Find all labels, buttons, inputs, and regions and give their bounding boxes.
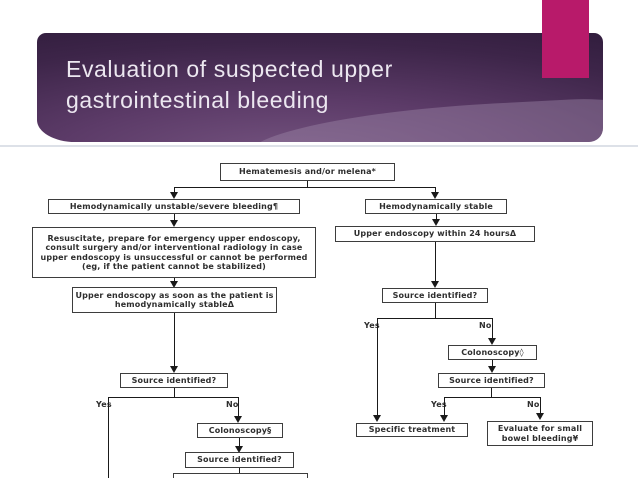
connector-line <box>237 397 239 417</box>
connector-line <box>173 278 175 282</box>
connector-line <box>173 313 175 367</box>
arrowhead <box>488 338 496 345</box>
accent-rectangle <box>542 0 589 78</box>
node-colonoscopy-right: Colonoscopy◊ <box>448 345 537 360</box>
node-hematemesis-melena: Hematemesis and/or melena* <box>220 163 395 181</box>
arrowhead <box>432 219 440 226</box>
arrowhead <box>536 413 544 420</box>
node-specific-treatment: Specific treatment <box>356 423 468 437</box>
arrowhead <box>431 281 439 288</box>
connector-line <box>173 214 175 221</box>
node-resuscitate: Resuscitate, prepare for emergency upper… <box>32 227 316 278</box>
node-endoscopy-asap: Upper endoscopy as soon as the patient i… <box>72 287 277 313</box>
arrowhead <box>170 220 178 227</box>
title-divider <box>0 145 638 147</box>
arrowhead <box>234 416 242 423</box>
node-colonoscopy-left: Colonoscopy§ <box>197 423 283 438</box>
connector-line <box>434 242 436 282</box>
connector-line <box>434 303 436 318</box>
arrowhead <box>431 192 439 199</box>
connector-line <box>444 396 540 398</box>
connector-line <box>539 397 541 414</box>
node-cutoff-bottom <box>173 473 308 478</box>
branch-label-yes: Yes <box>364 321 380 330</box>
node-stable: Hemodynamically stable <box>365 199 507 214</box>
node-endoscopy-24h: Upper endoscopy within 24 hoursΔ <box>335 226 535 242</box>
arrowhead <box>170 366 178 373</box>
title-banner: Evaluation of suspected upper gastrointe… <box>37 33 603 142</box>
node-small-bowel: Evaluate for small bowel bleeding¥ <box>487 421 593 446</box>
connector-line <box>173 187 175 193</box>
connector-line <box>491 318 493 339</box>
connector-line <box>377 317 492 319</box>
title-line-2: gastrointestinal bleeding <box>66 87 330 113</box>
connector-line <box>107 397 109 478</box>
arrowhead <box>488 366 496 373</box>
arrowhead <box>170 281 178 288</box>
title-line-1: Evaluation of suspected upper <box>66 56 393 82</box>
connector-line <box>238 438 240 447</box>
branch-label-yes: Yes <box>431 400 447 409</box>
arrowhead <box>170 192 178 199</box>
branch-label-no: No <box>226 400 239 409</box>
connector-line <box>443 397 445 416</box>
node-source-identified-right-1: Source identified? <box>382 288 488 303</box>
connector-line <box>108 396 238 398</box>
connector-line <box>434 187 436 193</box>
connector-line <box>490 388 492 397</box>
branch-label-no: No <box>479 321 492 330</box>
branch-label-no: No <box>527 400 540 409</box>
connector-line <box>435 214 437 220</box>
branch-label-yes: Yes <box>96 400 112 409</box>
arrowhead <box>235 446 243 453</box>
node-source-identified-right-2: Source identified? <box>438 373 545 388</box>
connector-line <box>491 360 493 367</box>
node-source-identified-left-1: Source identified? <box>120 373 228 388</box>
connector-line <box>174 186 435 188</box>
connector-line <box>173 388 175 397</box>
node-source-identified-left-2: Source identified? <box>185 452 294 468</box>
arrowhead <box>440 415 448 422</box>
arrowhead <box>373 415 381 422</box>
connector-line <box>306 181 308 187</box>
connector-line <box>376 318 378 416</box>
node-unstable: Hemodynamically unstable/severe bleeding… <box>48 199 300 214</box>
connector-line <box>238 468 240 473</box>
slide-title: Evaluation of suspected upper gastrointe… <box>66 54 393 116</box>
